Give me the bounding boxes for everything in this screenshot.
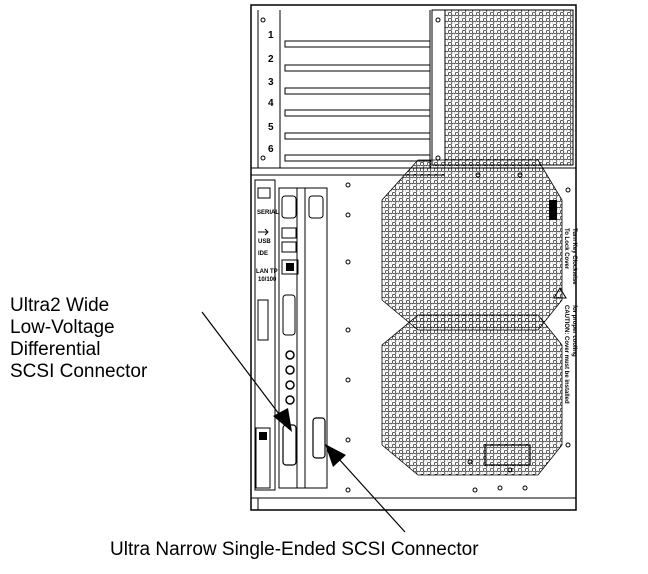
slot-number-2: 2 (268, 54, 274, 65)
rivets (345, 172, 571, 493)
lvd-label-line-4: SCSI Connector (10, 361, 148, 382)
lan-speed-label: 10/100 (258, 277, 277, 283)
lan-port: LAN TP 10/100 (256, 259, 299, 283)
slot-number-3: 3 (268, 77, 274, 88)
svg-text:To Lock Cover: To Lock Cover (563, 228, 569, 270)
slot-6: 6 (268, 144, 431, 162)
top-vent (431, 9, 574, 166)
serial-label: SERIAL (257, 210, 279, 216)
warning-labels: To Lock Cover Turn Key Clockwise CAUTION… (549, 200, 577, 404)
slot-number-5: 5 (268, 122, 274, 133)
svg-text:for proper cooling: for proper cooling (571, 305, 577, 357)
se-scsi-connector-label: Ultra Narrow Single-Ended SCSI Connector (110, 539, 479, 560)
lan-label: LAN TP (256, 269, 278, 275)
usb-ports: USB IDE (258, 227, 297, 257)
slot-4: 4 (268, 98, 431, 117)
slot-5: 5 (268, 122, 431, 140)
se-scsi-port (312, 417, 326, 459)
lvd-scsi-connector-label: Ultra2 Wide Low-Voltage Differential SCS… (10, 295, 147, 383)
slot-3: 3 (268, 77, 431, 95)
slot-1: 1 (268, 30, 431, 48)
audio-jacks (285, 350, 295, 405)
parallel-port (257, 294, 296, 341)
lvd-label-line-2: Low-Voltage (10, 317, 115, 338)
svg-text:CAUTION: Cover must be install: CAUTION: Cover must be installed (563, 305, 569, 404)
slot-2: 2 (268, 54, 431, 72)
usb-label: USB (258, 239, 271, 245)
knockout-cutout (484, 444, 531, 466)
lvd-label-line-3: Differential (10, 339, 101, 360)
main-vents (381, 159, 563, 476)
callout-se-arrow (325, 444, 406, 533)
slot-number-4: 4 (268, 98, 274, 109)
serial-ports: SERIAL (257, 187, 324, 219)
lvd-label-line-1: Ultra2 Wide (10, 295, 110, 316)
callout-lvd-arrow (201, 311, 292, 432)
svg-text:Turn Key Clockwise: Turn Key Clockwise (571, 228, 577, 285)
slot-number-6: 6 (268, 144, 274, 155)
slot-number-1: 1 (268, 30, 274, 41)
ide-label: IDE (258, 251, 268, 257)
expansion-slots: 1 2 3 4 5 6 (257, 10, 441, 168)
io-panel: SERIAL USB IDE LAN TP 10/100 (254, 179, 328, 491)
